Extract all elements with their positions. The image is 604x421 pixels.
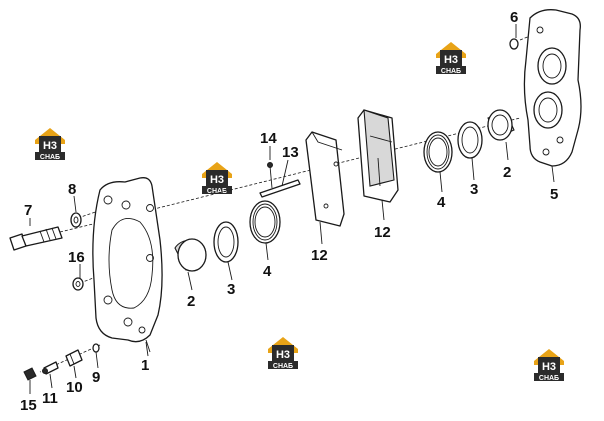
bolt bbox=[9, 226, 63, 251]
label-part-12: 12 bbox=[374, 224, 391, 241]
logo-watermark: Н3 СНАБ bbox=[202, 162, 232, 195]
caliper-half-right bbox=[523, 9, 582, 167]
spring-clip bbox=[267, 162, 273, 189]
seal-ring-small bbox=[92, 343, 100, 353]
bleed-nipple-top bbox=[509, 38, 519, 50]
svg-text:СНАБ: СНАБ bbox=[40, 154, 60, 161]
svg-text:СНАБ: СНАБ bbox=[207, 188, 227, 195]
label-part-13: 13 bbox=[282, 144, 299, 161]
label-part-2: 2 bbox=[187, 293, 195, 310]
logo-watermark: Н3 СНАБ bbox=[35, 128, 65, 161]
label-part-8: 8 bbox=[68, 181, 76, 198]
svg-text:Н3: Н3 bbox=[43, 140, 57, 152]
svg-text:СНАБ: СНАБ bbox=[441, 68, 461, 75]
label-part-3: 3 bbox=[470, 181, 478, 198]
label-part-3: 3 bbox=[227, 281, 235, 298]
svg-text:СНАБ: СНАБ bbox=[539, 375, 559, 382]
svg-text:СНАБ: СНАБ bbox=[273, 363, 293, 370]
label-part-11: 11 bbox=[42, 390, 58, 407]
label-part-12: 12 bbox=[311, 247, 328, 264]
plug bbox=[72, 277, 84, 291]
dust-boot-right bbox=[423, 131, 453, 173]
label-part-16: 16 bbox=[68, 249, 85, 266]
label-part-14: 14 bbox=[260, 130, 277, 147]
label-part-5: 5 bbox=[550, 186, 558, 203]
seal-ring-right bbox=[457, 121, 483, 159]
label-part-1: 1 bbox=[141, 357, 149, 374]
svg-text:Н3: Н3 bbox=[542, 361, 556, 373]
logo-watermark: Н3 СНАБ bbox=[534, 349, 564, 382]
label-part-15: 15 bbox=[20, 397, 37, 414]
svg-text:Н3: Н3 bbox=[276, 349, 290, 361]
bleeder-valve bbox=[65, 349, 83, 367]
piston-left bbox=[174, 238, 207, 272]
piston-right bbox=[487, 109, 515, 141]
bleeder-screw bbox=[42, 361, 59, 375]
caliper-half-left bbox=[92, 177, 163, 353]
brake-pad-left bbox=[305, 131, 345, 227]
label-part-9: 9 bbox=[92, 369, 100, 386]
bleeder-cap bbox=[23, 367, 37, 381]
dust-boot-left bbox=[249, 200, 281, 244]
label-part-2: 2 bbox=[503, 164, 511, 181]
label-part-4: 4 bbox=[263, 263, 272, 280]
brake-pad-right bbox=[357, 109, 399, 203]
label-part-10: 10 bbox=[66, 379, 83, 396]
svg-text:Н3: Н3 bbox=[444, 54, 458, 66]
washer bbox=[70, 212, 82, 228]
label-leaders bbox=[29, 24, 555, 394]
svg-text:Н3: Н3 bbox=[210, 174, 224, 186]
label-part-7: 7 bbox=[24, 202, 32, 219]
logo-watermark: Н3 СНАБ bbox=[268, 337, 298, 370]
label-part-4: 4 bbox=[437, 194, 446, 211]
retaining-pin bbox=[259, 179, 301, 198]
seal-ring-left bbox=[213, 221, 239, 263]
logo-watermark: Н3 СНАБ bbox=[436, 42, 466, 75]
label-part-6: 6 bbox=[510, 9, 518, 26]
